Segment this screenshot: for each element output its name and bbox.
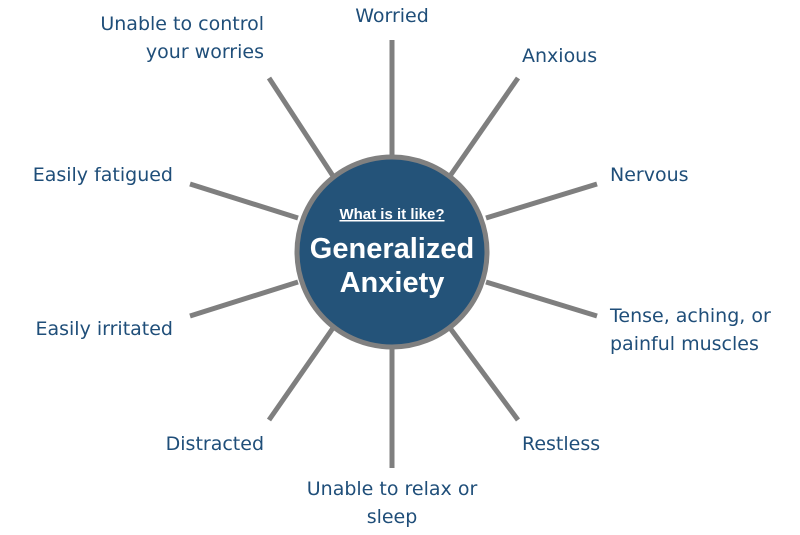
label-unable-relax-line-2: sleep [367,506,418,528]
label-tense-line-1: Tense, aching, or [609,305,771,327]
label-tense-line-2: painful muscles [610,333,759,355]
label-anxious: Anxious [522,45,597,67]
label-unable-control: Unable to control your worries [100,13,264,63]
label-nervous: Nervous [610,164,689,186]
label-restless: Restless [522,433,600,455]
label-nervous-line-1: Nervous [610,164,689,186]
label-fatigued-line-1: Easily fatigued [33,164,173,186]
spoke-distracted [266,326,336,422]
label-unable-control-line-1: Unable to control [100,13,264,35]
label-worried: Worried [355,5,429,27]
spoke-tense [485,279,598,319]
label-anxious-line-1: Anxious [522,45,597,67]
center-title-line2: Anxiety [340,267,445,299]
label-unable-control-line-2: your worries [146,41,264,63]
spokes [189,40,598,468]
label-irritated: Easily irritated [35,318,173,340]
label-fatigued: Easily fatigued [33,164,173,186]
center-title-line1: Generalized [310,233,474,265]
label-distracted-line-1: Distracted [166,433,264,455]
label-unable-relax: Unable to relax or sleep [307,478,478,528]
label-irritated-line-1: Easily irritated [35,318,173,340]
label-worried-line-1: Worried [355,5,429,27]
label-distracted: Distracted [166,433,264,455]
spoke-restless [447,326,521,422]
spoke-irritated [189,279,299,319]
spoke-anxious [447,76,521,178]
spoke-nervous [485,181,598,221]
spoke-unable-control [266,76,336,178]
center-subtitle: What is it like? [339,206,444,223]
label-tense: Tense, aching, or painful muscles [609,305,771,355]
label-unable-relax-line-1: Unable to relax or [307,478,478,500]
label-restless-line-1: Restless [522,433,600,455]
center-hub [294,154,490,350]
spoke-fatigued [189,181,299,221]
